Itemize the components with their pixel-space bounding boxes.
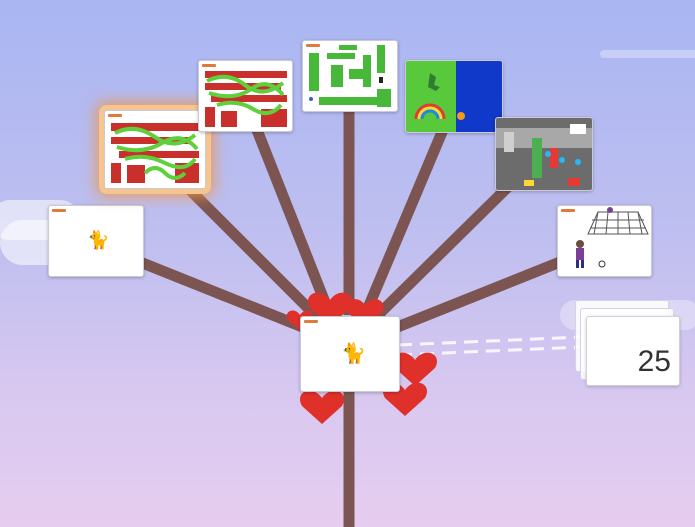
- maze-thumbnail: [205, 71, 287, 127]
- project-card-cat[interactable]: 🐈: [48, 205, 144, 277]
- branch: [181, 181, 324, 324]
- project-flag: [561, 209, 575, 212]
- rainbow-thumbnail: [406, 61, 502, 132]
- heart-icon: [308, 292, 352, 326]
- project-card-city-game[interactable]: [495, 117, 593, 191]
- city-game-thumbnail: [496, 118, 592, 190]
- cat-sprite-icon: 🐈: [341, 343, 366, 365]
- project-card-root[interactable]: 🐈: [300, 316, 400, 392]
- heart-icon: [393, 352, 437, 386]
- hearts: [286, 292, 437, 424]
- project-card-maze[interactable]: [198, 60, 293, 132]
- branch: [371, 176, 519, 322]
- cat-sprite-icon: 🐈: [87, 230, 110, 250]
- heart-icon: [346, 299, 384, 327]
- remix-link-line: [397, 335, 583, 347]
- project-flag: [108, 114, 122, 117]
- soccer-thumbnail: [576, 207, 649, 268]
- project-flag: [304, 320, 318, 323]
- maze-thumbnail: [111, 121, 199, 183]
- branch: [387, 256, 563, 336]
- project-flag: [306, 44, 320, 47]
- green-maze-thumbnail: [309, 45, 391, 107]
- project-card-green-maze[interactable]: [302, 40, 398, 112]
- project-flag: [52, 209, 66, 212]
- project-flag: [202, 64, 216, 67]
- project-card-maze-selected[interactable]: [104, 110, 206, 189]
- remix-count: 25: [637, 345, 671, 378]
- project-card-soccer[interactable]: [557, 205, 652, 277]
- heart-icon: [300, 390, 344, 424]
- branch: [137, 256, 313, 336]
- branch: [359, 122, 451, 318]
- remix-count-card[interactable]: 25: [586, 316, 680, 386]
- project-card-rainbow[interactable]: [405, 60, 503, 133]
- cloud: [600, 50, 695, 58]
- branch: [249, 122, 336, 318]
